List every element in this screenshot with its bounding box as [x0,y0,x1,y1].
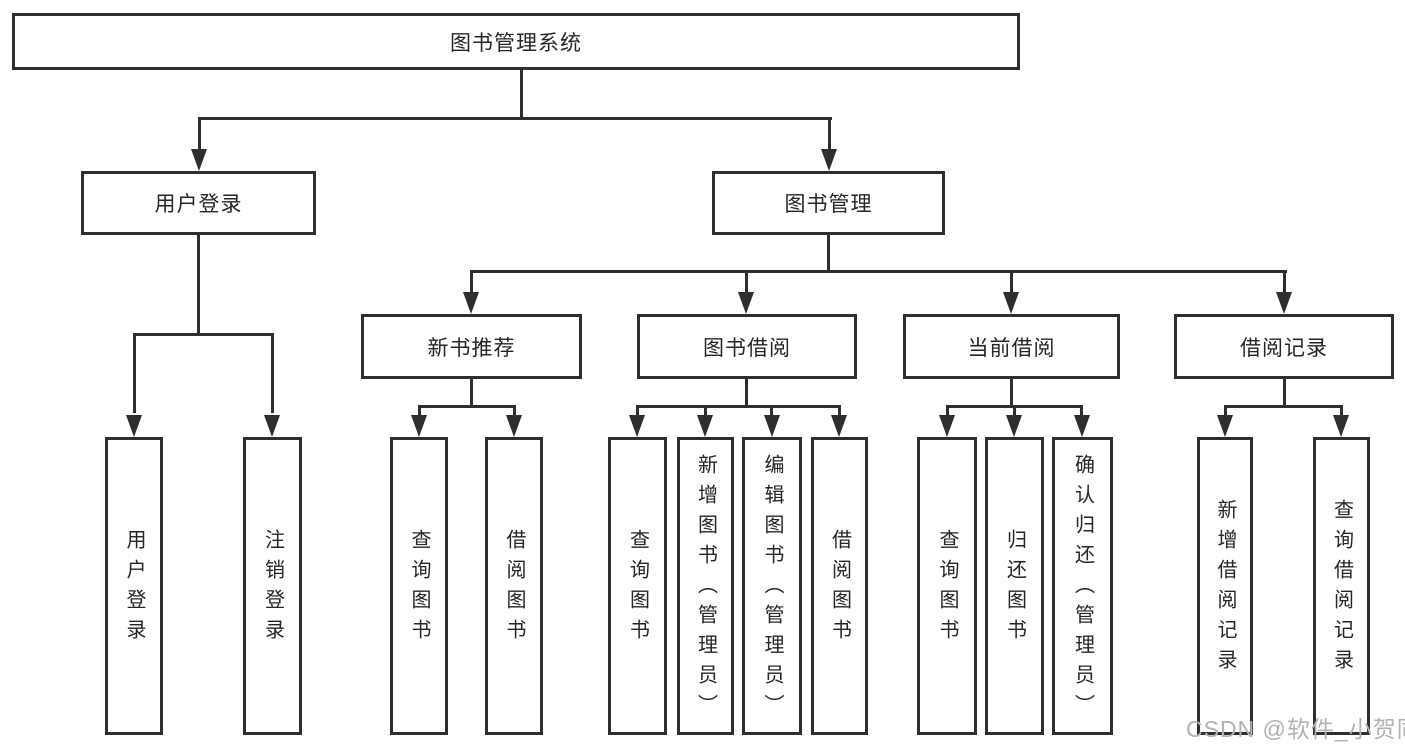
connector-vline [1340,405,1343,417]
arrow-down-icon [1276,292,1292,314]
leaf-edit-books-admin: 编辑图书（管理员） [742,437,802,735]
leaf-query-borrow-record: 查询借阅记录 [1313,437,1370,735]
arrow-down-icon [264,415,280,437]
arrow-down-icon [411,415,427,437]
connector-hline [1224,405,1343,408]
arrow-down-icon [1006,415,1022,437]
connector-vline [1283,379,1286,408]
arrow-down-icon [821,149,837,171]
connector-vline [828,117,831,153]
connector-vline [1010,379,1013,408]
connector-hline [133,333,274,336]
leaf-query-books-current: 查询图书 [917,437,977,735]
arrow-down-icon [126,415,142,437]
leaf-borrow-books-recommend: 借阅图书 [485,437,543,735]
arrow-down-icon [939,415,955,437]
node-book-borrowing: 图书借阅 [637,314,857,379]
arrow-down-icon [1217,415,1233,437]
arrow-down-icon [764,415,780,437]
connector-vline [470,270,473,294]
arrow-down-icon [697,415,713,437]
connector-vline [838,405,841,417]
connector-hline [198,117,832,120]
connector-hline [418,405,516,408]
connector-vline [827,235,830,273]
connector-vline [520,69,523,120]
arrow-down-icon [1003,292,1019,314]
connector-hline [636,405,841,408]
connector-vline [745,270,748,294]
arrow-down-icon [831,415,847,437]
arrow-down-icon [629,415,645,437]
node-current-borrowing: 当前借阅 [903,314,1120,379]
arrow-down-icon [463,292,479,314]
connector-vline [704,405,707,417]
connector-vline [946,405,949,417]
arrow-down-icon [1074,415,1090,437]
leaf-add-books-admin: 新增图书（管理员） [677,437,734,735]
connector-vline [198,117,201,153]
connector-vline [197,235,200,335]
connector-vline [1283,270,1286,294]
leaf-logout: 注销登录 [243,437,302,735]
node-user-login: 用户登录 [81,171,316,235]
connector-vline [513,405,516,417]
connector-vline [770,405,773,417]
arrow-down-icon [1333,415,1349,437]
connector-vline [1080,405,1083,417]
connector-vline [1224,405,1227,417]
arrow-down-icon [506,415,522,437]
connector-vline [271,333,274,413]
leaf-borrow-books-borrowing: 借阅图书 [811,437,868,735]
connector-hline [470,270,1287,273]
arrow-down-icon [738,292,754,314]
leaf-user-login: 用户登录 [105,437,163,735]
node-borrowing-records: 借阅记录 [1174,314,1394,379]
leaf-query-books-borrowing: 查询图书 [608,437,667,735]
node-library-system: 图书管理系统 [12,13,1020,70]
connector-vline [745,379,748,408]
leaf-query-books-recommend: 查询图书 [390,437,448,735]
leaf-add-borrow-record: 新增借阅记录 [1197,437,1253,735]
connector-vline [1010,270,1013,294]
leaf-confirm-return-admin: 确认归还（管理员） [1052,437,1113,735]
connector-vline [418,405,421,417]
node-book-management: 图书管理 [712,171,945,235]
csdn-watermark: CSDN @软件_小贺同学 [1186,716,1405,742]
leaf-return-books: 归还图书 [985,437,1044,735]
node-new-book-recommend: 新书推荐 [361,314,582,379]
arrow-down-icon [191,149,207,171]
connector-vline [133,333,136,413]
connector-vline [636,405,639,417]
connector-vline [470,379,473,408]
connector-vline [1013,405,1016,417]
